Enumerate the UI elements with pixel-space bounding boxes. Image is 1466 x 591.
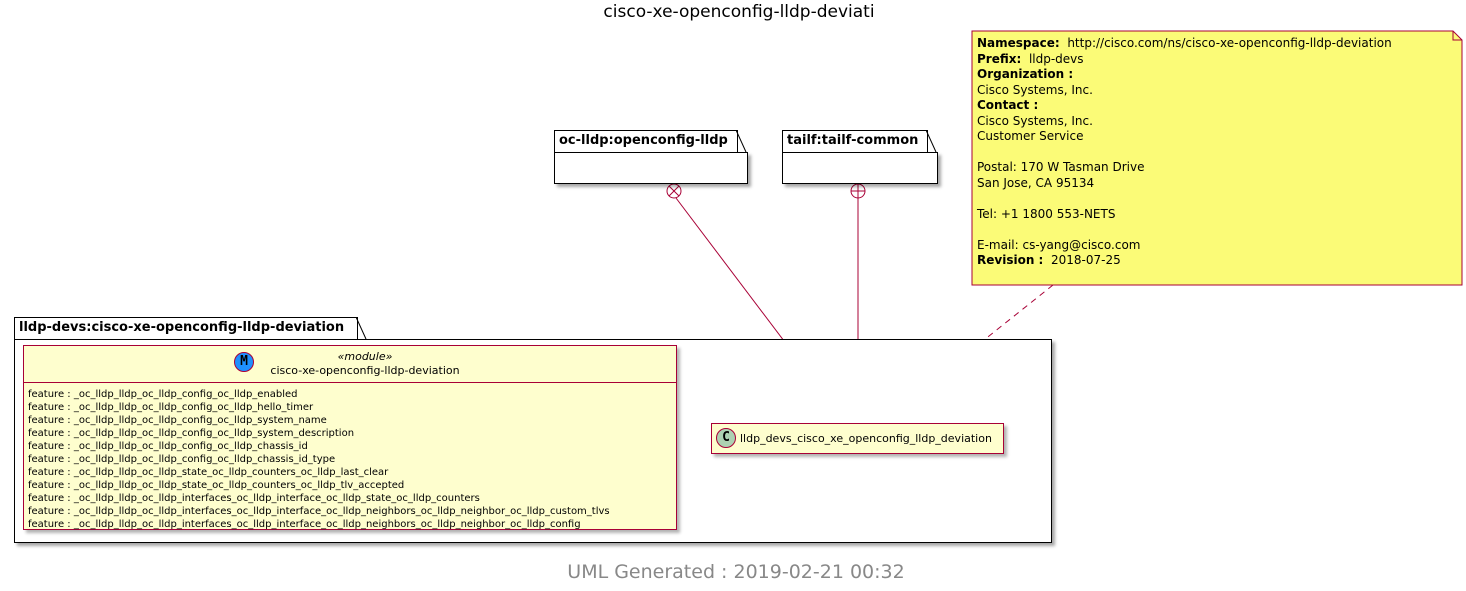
feature-item: feature : _oc_lldp_lldp_oc_lldp_config_o… <box>28 389 298 400</box>
package-label-tailf: tailf:tailf-common <box>787 133 919 148</box>
package-label-oc-lldp: oc-lldp:openconfig-lldp <box>559 133 728 148</box>
module-m-icon: M <box>234 352 254 372</box>
contact-line: Postal: 170 W Tasman Drive <box>977 160 1145 174</box>
feature-item: feature : _oc_lldp_lldp_oc_lldp_config_o… <box>28 428 355 439</box>
namespace-value: http://cisco.com/ns/cisco-xe-openconfig-… <box>1067 36 1392 50</box>
package-tailf <box>782 152 938 184</box>
module-header: M «module» cisco-xe-openconfig-lldp-devi… <box>24 346 676 383</box>
revision-label: Revision : <box>977 253 1044 267</box>
feature-item: feature : _oc_lldp_lldp_oc_lldp_interfac… <box>28 519 581 530</box>
package-tab-lldp-devs: lldp-devs:cisco-xe-openconfig-lldp-devia… <box>14 317 358 339</box>
contact-line: E-mail: cs-yang@cisco.com <box>977 237 1141 252</box>
note-text: Namespace: http://cisco.com/ns/cisco-xe-… <box>977 36 1392 269</box>
module-name: cisco-xe-openconfig-lldp-deviation <box>270 364 460 377</box>
generated-footer: UML Generated : 2019-02-21 00:32 <box>567 561 905 583</box>
organization-value: Cisco Systems, Inc. <box>977 82 1093 97</box>
feature-item: feature : _oc_lldp_lldp_oc_lldp_state_oc… <box>28 480 405 491</box>
contact-line: Cisco Systems, Inc. <box>977 113 1093 128</box>
module-stereotype: «module» <box>337 350 393 363</box>
package-label-lldp-devs: lldp-devs:cisco-xe-openconfig-lldp-devia… <box>19 320 345 335</box>
contact-line: Tel: +1 1800 553-NETS <box>977 206 1116 221</box>
prefix-label: Prefix: <box>977 51 1022 66</box>
feature-list: feature : _oc_lldp_lldp_oc_lldp_config_o… <box>24 383 676 531</box>
prefix-value: lldp-devs <box>1028 51 1084 66</box>
feature-item: feature : _oc_lldp_lldp_oc_lldp_config_o… <box>28 454 336 465</box>
note-shape <box>971 30 1463 286</box>
class-c-icon: C <box>716 428 736 448</box>
feature-item: feature : _oc_lldp_lldp_oc_lldp_interfac… <box>28 506 610 517</box>
package-oc-lldp <box>554 152 748 184</box>
module-info-note: Namespace: http://cisco.com/ns/cisco-xe-… <box>971 30 1463 286</box>
revision-value: 2018-07-25 <box>1050 253 1121 267</box>
contact-line: San Jose, CA 95134 <box>977 175 1095 190</box>
package-tab-oc-lldp: oc-lldp:openconfig-lldp <box>554 130 738 152</box>
feature-item: feature : _oc_lldp_lldp_oc_lldp_config_o… <box>28 415 327 426</box>
feature-item: feature : _oc_lldp_lldp_oc_lldp_config_o… <box>28 441 308 452</box>
contact-label: Contact : <box>977 98 1039 112</box>
feature-item: feature : _oc_lldp_lldp_oc_lldp_interfac… <box>28 493 480 504</box>
class-box: C lldp_devs_cisco_xe_openconfig_lldp_dev… <box>711 423 1004 454</box>
class-name: lldp_devs_cisco_xe_openconfig_lldp_devia… <box>740 432 992 445</box>
package-tab-tailf: tailf:tailf-common <box>782 130 928 152</box>
feature-item: feature : _oc_lldp_lldp_oc_lldp_config_o… <box>28 402 314 413</box>
diagram-title: cisco-xe-openconfig-lldp-deviati <box>603 2 875 22</box>
contact-line: Customer Service <box>977 129 1084 143</box>
organization-label: Organization : <box>977 67 1074 81</box>
module-box: M «module» cisco-xe-openconfig-lldp-devi… <box>23 345 677 530</box>
namespace-label: Namespace: <box>977 36 1060 50</box>
feature-item: feature : _oc_lldp_lldp_oc_lldp_state_oc… <box>28 467 389 478</box>
